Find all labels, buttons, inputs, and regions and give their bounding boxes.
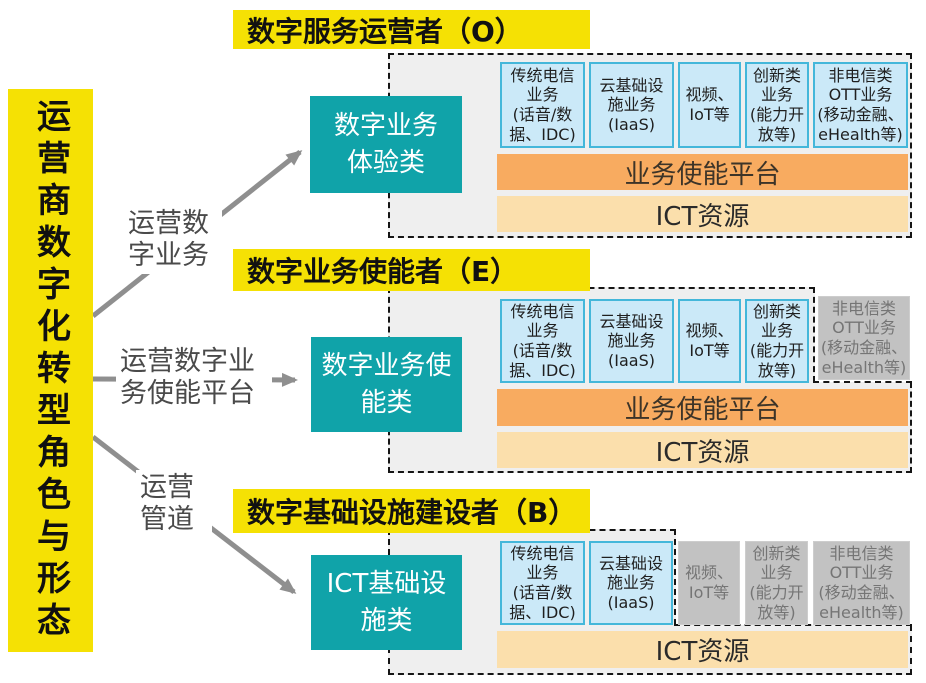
service-box-video-iot-O: 视频、 IoT等 bbox=[678, 62, 741, 148]
panel-group-E-notch-edge bbox=[813, 381, 912, 383]
header-digital-infrastructure-builder: 数字基础设施建设者（B） bbox=[233, 489, 590, 533]
service-box-innovation-B: 创新类 业务 (能力开 放等) bbox=[745, 541, 808, 625]
service-box-innovation-O: 创新类 业务 (能力开 放等) bbox=[745, 62, 809, 148]
vertical-title-text: 运营商数字化转型角色与形态 bbox=[30, 97, 71, 644]
service-box-traditional-telecom-B: 传统电信 业务 (话音/数 据、IDC) bbox=[500, 541, 585, 625]
arrow-label-operate-enabling-platform: 运营数字业 务使能平台 bbox=[116, 344, 272, 412]
ict-resource-bar-B: ICT资源 bbox=[497, 631, 908, 668]
role-box-digital-business-enabling: 数字业务使 能类 bbox=[311, 337, 462, 432]
platform-bar-O: 业务使能平台 bbox=[497, 154, 908, 190]
arrow-label-operate-digital-business: 运营数 字业务 bbox=[124, 206, 222, 274]
service-box-cloud-infrastructure-E: 云基础设 施业务 (IaaS) bbox=[589, 299, 674, 383]
service-box-non-telecom-ott-B: 非电信类 OTT业务 (移动金融、 eHealth等) bbox=[813, 541, 910, 625]
service-box-cloud-infrastructure-B: 云基础设 施业务 (IaaS) bbox=[589, 541, 673, 625]
header-digital-service-operator: 数字服务运营者（O） bbox=[233, 10, 590, 49]
service-box-video-iot-E: 视频、 IoT等 bbox=[678, 299, 741, 383]
service-box-traditional-telecom-O: 传统电信 业务 (话音/数 据、IDC) bbox=[500, 62, 585, 148]
ict-resource-bar-O: ICT资源 bbox=[497, 196, 908, 232]
vertical-title-banner: 运营商数字化转型角色与形态 bbox=[8, 89, 93, 652]
arrow-label-operate-pipeline: 运营 管道 bbox=[136, 470, 212, 538]
service-box-cloud-infrastructure-O: 云基础设 施业务 (IaaS) bbox=[589, 62, 674, 148]
service-box-traditional-telecom-E: 传统电信 业务 (话音/数 据、IDC) bbox=[500, 299, 585, 383]
panel-group-B-notch-edge bbox=[674, 624, 912, 626]
platform-bar-E: 业务使能平台 bbox=[497, 389, 908, 426]
service-box-innovation-E: 创新类 业务 (能力开 放等) bbox=[745, 299, 809, 383]
ict-resource-bar-E: ICT资源 bbox=[497, 432, 908, 468]
role-box-digital-business-experience: 数字业务 体验类 bbox=[310, 96, 462, 193]
service-box-non-telecom-ott-E: 非电信类 OTT业务 (移动金融、 eHealth等) bbox=[818, 296, 910, 380]
role-box-ict-infrastructure: ICT基础设 施类 bbox=[311, 555, 462, 650]
service-box-non-telecom-ott-O: 非电信类 OTT业务 (移动金融、 eHealth等) bbox=[813, 62, 908, 148]
service-box-video-iot-B: 视频、 IoT等 bbox=[678, 541, 740, 625]
header-digital-business-enabler: 数字业务使能者（E） bbox=[233, 249, 590, 291]
